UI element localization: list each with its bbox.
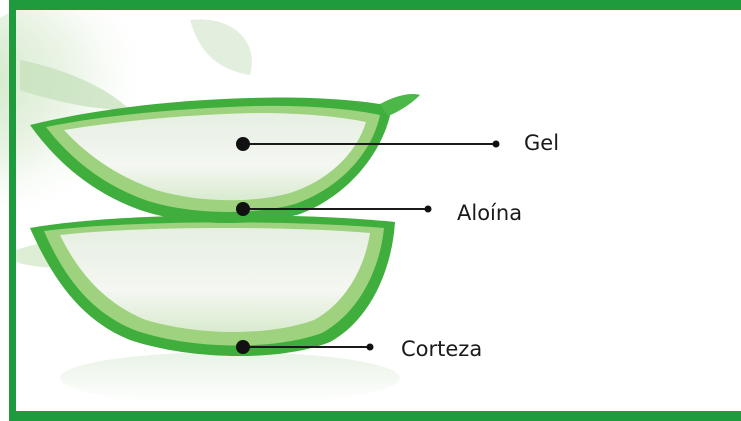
gel-label: Gel bbox=[524, 131, 559, 155]
frame-left-border bbox=[9, 0, 16, 421]
frame-bottom-border bbox=[9, 411, 741, 421]
aloina-label: Aloína bbox=[457, 201, 522, 225]
corteza-label: Corteza bbox=[401, 337, 482, 361]
frame-top-border bbox=[9, 0, 741, 10]
